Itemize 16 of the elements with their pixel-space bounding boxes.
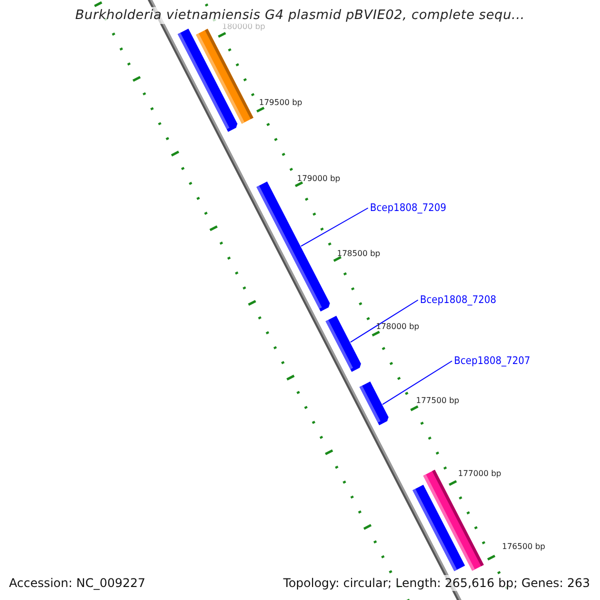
gene-label: Bcep1808_7208 bbox=[420, 294, 496, 306]
tick-label: 180000 bp bbox=[222, 22, 266, 31]
footer-text: Topology: circular; Length: 265,616 bp; Genes: 263 bbox=[281, 575, 592, 591]
leader-line bbox=[350, 300, 418, 343]
gene-bar bbox=[256, 182, 330, 312]
gene-label: Bcep1808_7207 bbox=[454, 355, 530, 367]
tick-label: 179000 bp bbox=[297, 174, 340, 183]
tick-label: 177000 bp bbox=[458, 469, 502, 478]
leader-line bbox=[300, 208, 368, 247]
leader-line bbox=[382, 360, 452, 405]
gene-label: Bcep1808_7209 bbox=[370, 202, 446, 214]
footer-text: Accession: NC_009227 bbox=[7, 575, 148, 591]
gene-bar bbox=[360, 382, 388, 426]
tick-label: 176500 bp bbox=[502, 542, 546, 551]
gene-bar bbox=[326, 316, 361, 372]
gene-bar bbox=[196, 28, 254, 124]
